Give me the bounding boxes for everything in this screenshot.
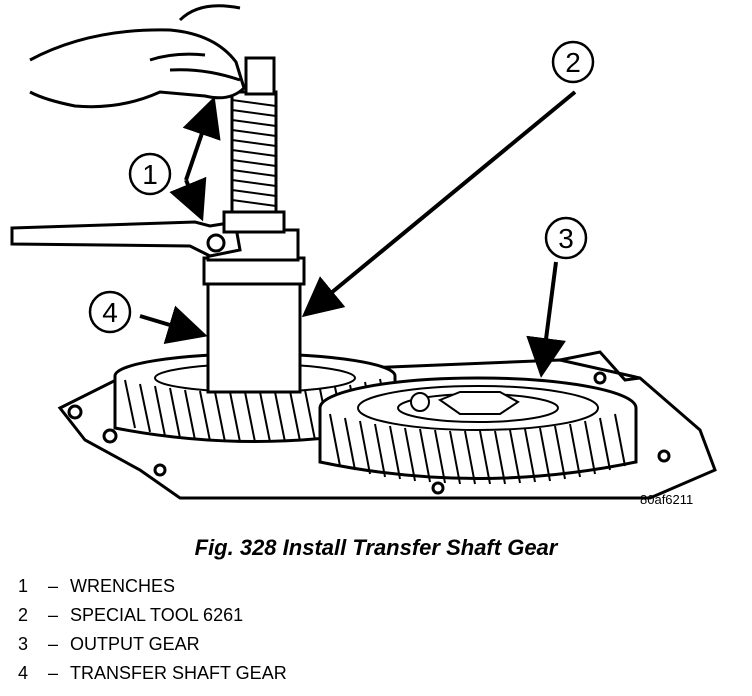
legend-item-label: SPECIAL TOOL 6261	[70, 605, 244, 625]
callout-2-number: 2	[565, 47, 581, 78]
legend-item: 4–TRANSFER SHAFT GEAR	[18, 659, 287, 688]
callout-legend: 1–WRENCHES 2–SPECIAL TOOL 6261 3–OUTPUT …	[18, 572, 287, 688]
legend-dash: –	[47, 634, 58, 654]
callout-4: 4	[88, 290, 208, 344]
callout-3: 3	[526, 216, 588, 378]
callout-1-number: 1	[142, 159, 158, 190]
legend-dash: –	[47, 663, 58, 683]
legend-dash: –	[47, 605, 58, 625]
threaded-screw	[222, 56, 286, 234]
special-tool	[202, 228, 306, 394]
legend-item-number: 1	[18, 576, 29, 596]
callout-3-number: 3	[558, 223, 574, 254]
callout-2: 2	[301, 40, 595, 318]
hand-with-wrench	[29, 4, 246, 109]
legend-dash: –	[47, 576, 58, 596]
legend-item-label: WRENCHES	[70, 576, 176, 596]
legend-item: 3–OUTPUT GEAR	[18, 630, 287, 659]
legend-item: 1–WRENCHES	[18, 572, 287, 601]
output-gear	[318, 376, 638, 485]
legend-item-number: 2	[18, 605, 29, 625]
legend-item: 2–SPECIAL TOOL 6261	[18, 601, 287, 630]
wrench-lower	[10, 220, 242, 258]
legend-item-number: 4	[18, 663, 29, 683]
legend-item-label: OUTPUT GEAR	[70, 634, 200, 654]
legend-item-number: 3	[18, 634, 29, 654]
image-reference-code: 80af6211	[640, 492, 694, 507]
technical-illustration: 1 2 3 4	[10, 4, 717, 500]
callout-4-number: 4	[102, 297, 118, 328]
figure-caption: Fig. 328 Install Transfer Shaft Gear	[194, 535, 558, 560]
legend-item-label: TRANSFER SHAFT GEAR	[70, 663, 287, 683]
callout-1: 1	[128, 96, 221, 222]
